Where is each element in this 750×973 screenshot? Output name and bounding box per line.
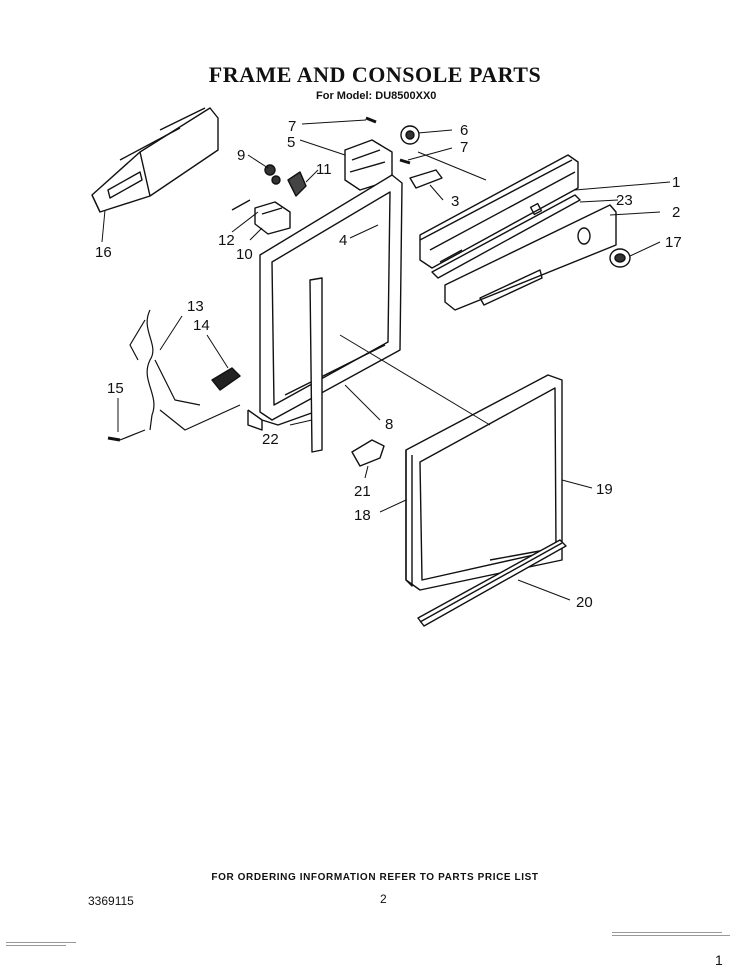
callout-6: 6 [460, 122, 468, 139]
callout-labels: 7 5 6 7 9 11 3 1 23 2 4 12 10 17 16 13 1… [95, 118, 682, 611]
part-22-strip [309, 277, 323, 453]
part-8-frame [247, 174, 403, 431]
callout-3: 3 [451, 193, 459, 210]
callout-7a: 7 [288, 118, 296, 135]
part-3-latch [409, 169, 443, 189]
part-23-overlay [431, 194, 581, 279]
callout-5: 5 [287, 134, 295, 151]
part-21-clip [351, 439, 385, 467]
part-12-clip [231, 199, 251, 211]
corner-mark: 1 [715, 952, 723, 968]
leader-lines [101, 119, 671, 601]
part-19-panel [405, 374, 563, 591]
part-10-bracket [254, 201, 291, 235]
fine-print-left [6, 942, 86, 946]
callout-18: 18 [354, 507, 371, 524]
callout-22: 22 [262, 431, 279, 448]
part-6-knob [400, 125, 420, 145]
ordering-note: FOR ORDERING INFORMATION REFER TO PARTS … [211, 872, 539, 883]
callout-15: 15 [107, 380, 124, 397]
page-title: FRAME AND CONSOLE PARTS [208, 62, 542, 87]
callout-13: 13 [187, 298, 204, 315]
callout-4: 4 [339, 232, 347, 249]
callout-2: 2 [672, 204, 680, 221]
part-18-back-panel [405, 450, 413, 587]
callout-9: 9 [237, 147, 245, 164]
page-number: 2 [380, 892, 387, 906]
callout-7b: 7 [460, 139, 468, 156]
callout-11: 11 [316, 161, 332, 178]
part-17-knob [609, 248, 631, 268]
part-2-fascia [444, 204, 617, 311]
part-7-screw [365, 116, 411, 165]
callout-20: 20 [576, 594, 593, 611]
callout-17: 17 [665, 234, 682, 251]
callout-19: 19 [596, 481, 613, 498]
callout-10: 10 [236, 246, 253, 263]
callout-12: 12 [218, 232, 235, 249]
callout-8: 8 [385, 416, 393, 433]
model-subtitle: For Model: DU8500XX0 [316, 90, 437, 102]
part-20-trim [417, 539, 567, 627]
part-15-screw [107, 436, 121, 442]
part-13-harness [119, 309, 241, 441]
callout-16: 16 [95, 244, 112, 261]
part-11-spring [287, 171, 307, 197]
callout-1: 1 [672, 174, 680, 191]
document-number: 3369115 [88, 894, 134, 908]
part-1-console [419, 154, 579, 269]
callout-23: 23 [616, 192, 633, 209]
part-16-cover [91, 107, 219, 213]
part-14-connector [211, 367, 241, 391]
callout-21: 21 [354, 483, 371, 500]
callout-14: 14 [193, 317, 210, 334]
fine-print-right [612, 932, 732, 936]
